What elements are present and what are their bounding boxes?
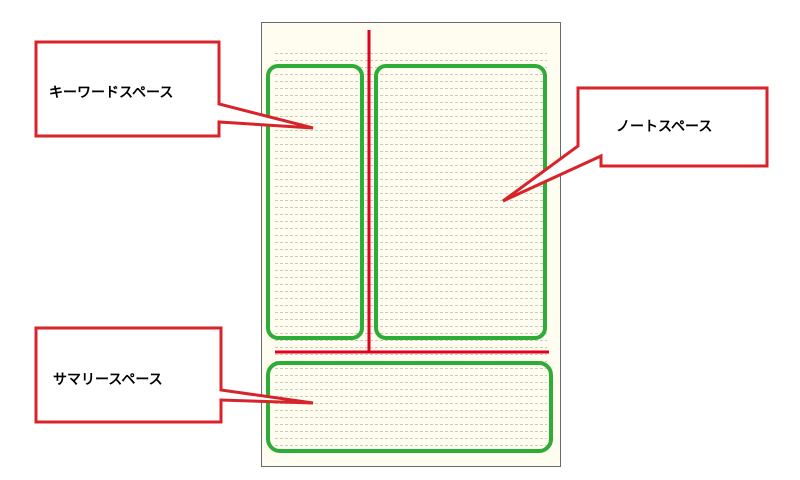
note-callout-box xyxy=(502,86,769,203)
note-space-frame xyxy=(374,64,547,340)
summary-space-label: サマリースペース xyxy=(53,372,163,388)
keyword-space-frame xyxy=(266,64,364,340)
notebook-page xyxy=(261,22,561,467)
note-space-label: ノートスペース xyxy=(616,119,713,135)
summary-callout-box xyxy=(34,326,314,424)
keyword-callout-box xyxy=(34,40,314,138)
keyword-space-label: キーワードスペース xyxy=(49,85,174,101)
summary-space-frame xyxy=(266,361,553,453)
ruled-lines xyxy=(275,53,547,446)
